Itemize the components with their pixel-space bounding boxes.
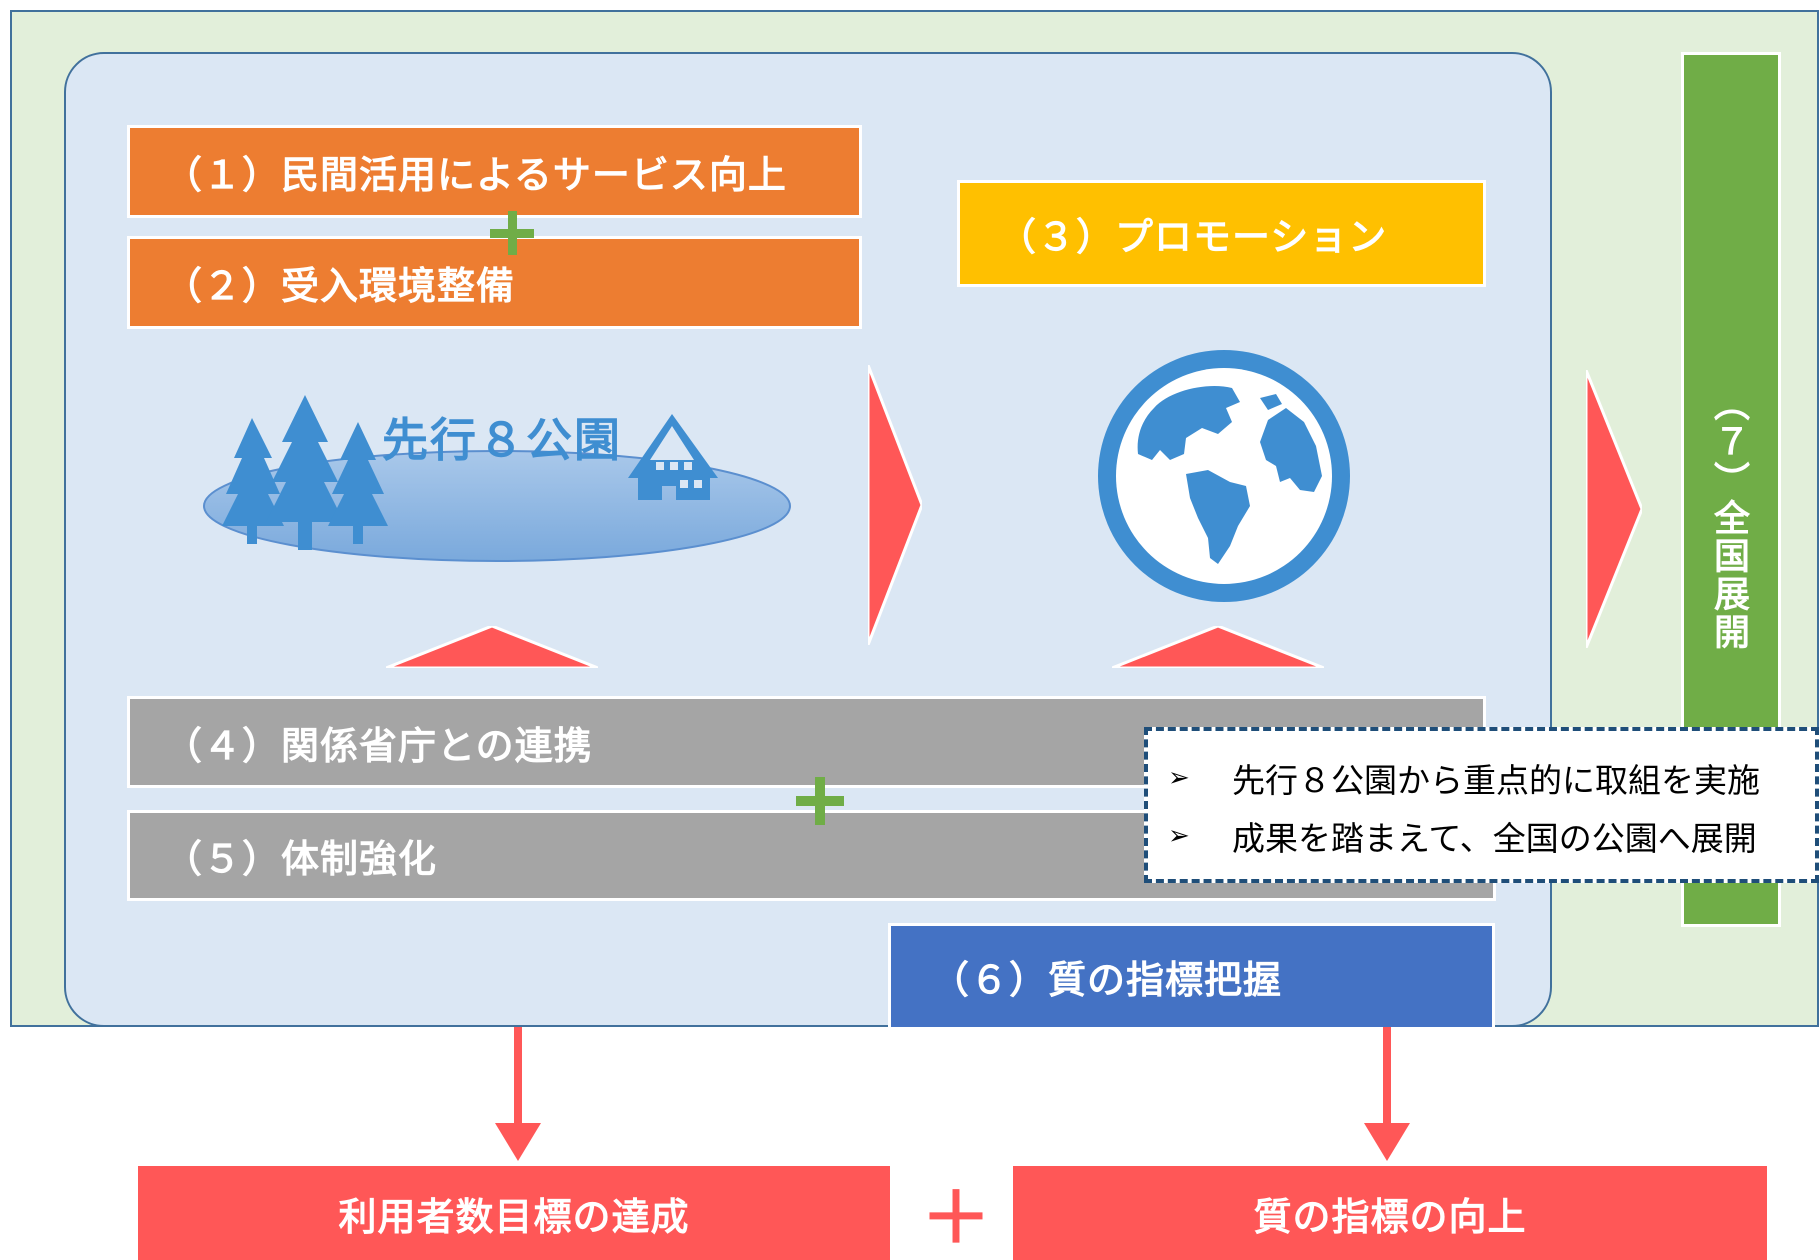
arrow-down-icon [495, 1027, 541, 1161]
tree-icon [222, 418, 284, 544]
house-icon [628, 414, 718, 500]
step-3-label: （３）プロモーション [998, 215, 1388, 259]
step-3-box: （３）プロモーション [957, 180, 1486, 287]
note-item-text: 成果を踏まえて、全国の公園へ展開 [1232, 819, 1757, 858]
park-illustration [203, 395, 791, 562]
arrow-right-icon [868, 365, 922, 645]
arrow-right-icon [1586, 370, 1642, 648]
note-item-text: 先行８公園から重点的に取組を実施 [1232, 761, 1760, 800]
step-1-box: （１）民間活用によるサービス向上 [127, 125, 862, 218]
step-4-label: （４）関係省庁との連携 [164, 723, 593, 768]
note-bullet-icon: ➢ [1168, 821, 1190, 851]
arrow-up-icon [1112, 626, 1324, 668]
plus-operator-icon: ＋ [921, 1177, 991, 1259]
park-label: 先行８公園 [382, 413, 622, 467]
outcome-right-label: 質の指標の向上 [1253, 1194, 1527, 1239]
arrow-down-icon [1364, 1027, 1410, 1161]
globe-icon [1098, 350, 1350, 602]
outcome-left-box: 利用者数目標の達成 [138, 1166, 890, 1260]
tree-icon [266, 395, 344, 550]
note-item: ➢ 先行８公園から重点的に取組を実施 [1168, 749, 1815, 807]
outcome-right-box: 質の指標の向上 [1013, 1166, 1767, 1260]
outcome-left-label: 利用者数目標の達成 [338, 1194, 690, 1239]
step-2-label: （２）受入環境整備 [164, 264, 516, 308]
plus-icon [490, 211, 534, 255]
arrow-up-icon [386, 626, 598, 668]
tree-icon [328, 422, 388, 544]
step-7-label: （７）全国展開 [1708, 385, 1749, 651]
step-6-box: （６）質の指標把握 [888, 923, 1495, 1027]
note-item: ➢ 成果を踏まえて、全国の公園へ展開 [1168, 807, 1815, 865]
step-5-label: （５）体制強化 [164, 837, 438, 881]
plus-icon [796, 777, 844, 825]
step-6-label: （６）質の指標把握 [931, 958, 1283, 1002]
note-bullet-icon: ➢ [1168, 763, 1190, 793]
note-box: ➢ 先行８公園から重点的に取組を実施 ➢ 成果を踏まえて、全国の公園へ展開 [1144, 727, 1819, 883]
step-2-box: （２）受入環境整備 [127, 236, 862, 329]
step-1-label: （１）民間活用によるサービス向上 [164, 153, 787, 197]
